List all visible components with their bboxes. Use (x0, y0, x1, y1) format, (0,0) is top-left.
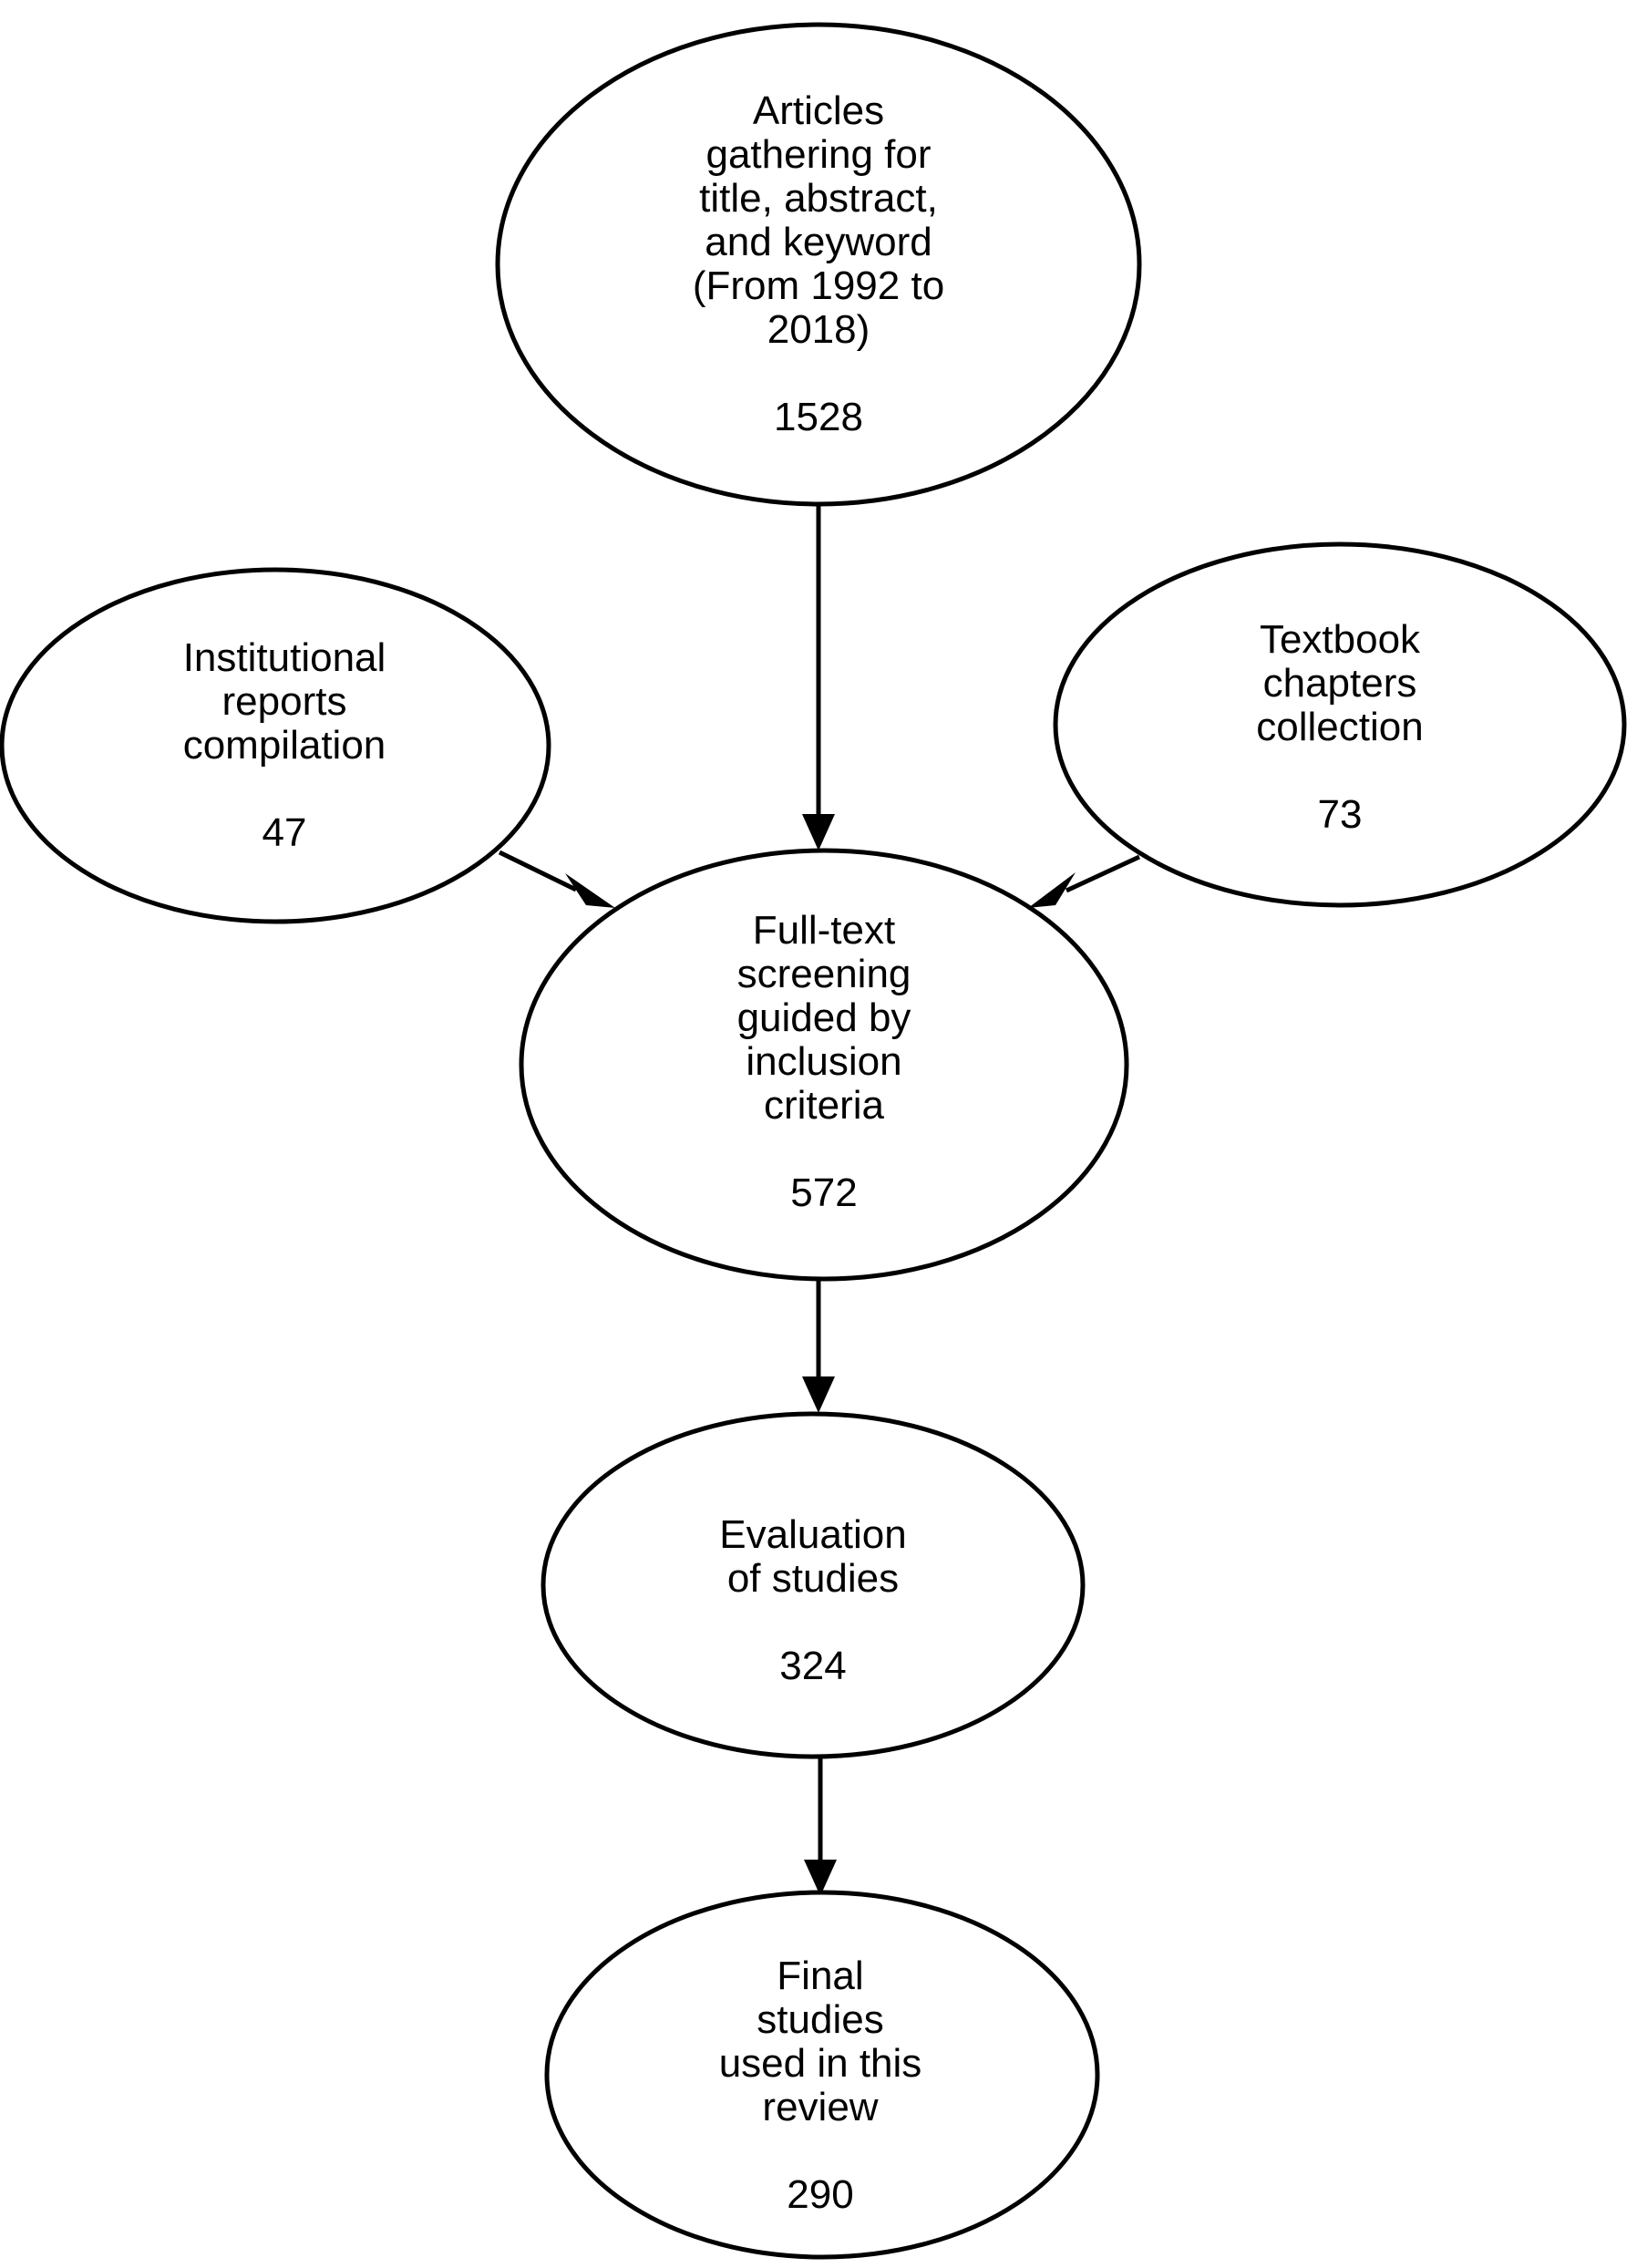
node-articles-label: Articles gathering for title, abstract, … (692, 88, 945, 352)
node-articles-count: 1528 (774, 395, 863, 439)
node-screening-text: Full-text screening guided by inclusion … (737, 865, 911, 1259)
node-evaluation-count: 324 (779, 1644, 847, 1688)
arrowhead-screening-to-evaluation (802, 1376, 835, 1413)
node-reports-label: Institutional reports compilation (182, 635, 386, 768)
node-textbook-label: Textbook chapters collection (1256, 617, 1424, 749)
node-evaluation-label: Evaluation of studies (719, 1512, 907, 1601)
node-articles-text: Articles gathering for title, abstract, … (693, 46, 944, 483)
arrowhead-articles-to-screening (802, 814, 835, 850)
arrowhead-evaluation-to-final (804, 1860, 837, 1896)
node-reports (0, 567, 551, 924)
node-screening-count: 572 (790, 1170, 858, 1215)
edges (498, 503, 1141, 1896)
node-evaluation-text: Evaluation of studies 324 (719, 1469, 906, 1732)
node-final-label: Final studies used in this review (718, 1954, 922, 2129)
node-reports-text: Institutional reports compilation 47 (183, 593, 386, 899)
node-evaluation (541, 1411, 1086, 1759)
node-reports-count: 47 (262, 810, 307, 855)
arrowhead-reports-to-screening (565, 873, 615, 908)
node-screening (519, 848, 1129, 1282)
edge-reports-to-screening (498, 850, 578, 892)
nodes (0, 22, 1627, 2260)
node-articles (495, 22, 1142, 507)
node-textbook-text: Textbook chapters collection 73 (1256, 574, 1423, 881)
arrowhead-textbook-to-screening (1028, 872, 1076, 908)
node-final-text: Final studies used in this review 290 (719, 1911, 922, 2261)
edge-textbook-to-screening (1065, 854, 1141, 893)
node-textbook (1053, 541, 1627, 908)
node-final-count: 290 (787, 2172, 854, 2217)
node-screening-label: Full-text screening guided by inclusion … (736, 908, 911, 1128)
node-final (544, 1890, 1100, 2260)
node-textbook-count: 73 (1317, 792, 1363, 837)
